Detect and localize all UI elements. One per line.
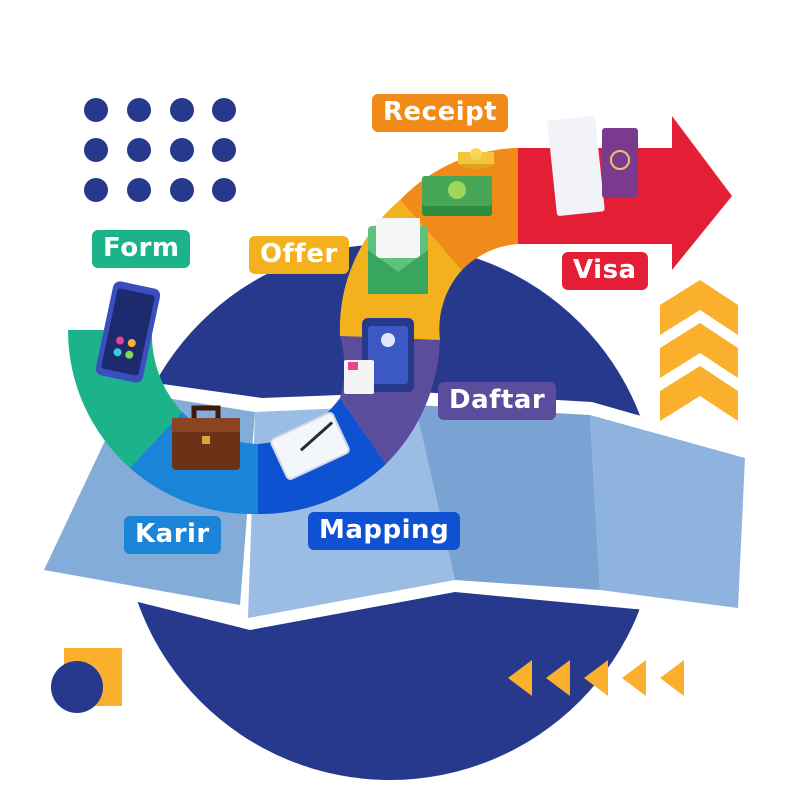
chevron-up-decoration [660,280,738,421]
step-label-form: Form [92,230,191,268]
clipboard-icon [270,412,350,480]
step-label-offer: Offer [249,236,349,274]
segment-form [67,330,182,468]
briefcase-icon [172,405,240,470]
envelope-icon [368,218,428,294]
tablet-document-icon [344,318,414,394]
step-label-karir: Karir [124,516,221,554]
arrow-left-decoration [508,660,684,696]
money-stack-icon [422,148,494,216]
step-label-mapping: Mapping [308,512,461,550]
circle-decoration [51,661,103,713]
step-label-daftar: Daftar [438,382,557,420]
step-label-visa: Visa [562,252,648,290]
smartphone-icon [95,281,161,383]
passport-icon [547,116,638,216]
step-label-receipt: Receipt [372,94,509,132]
dot-grid-decoration [84,98,236,202]
